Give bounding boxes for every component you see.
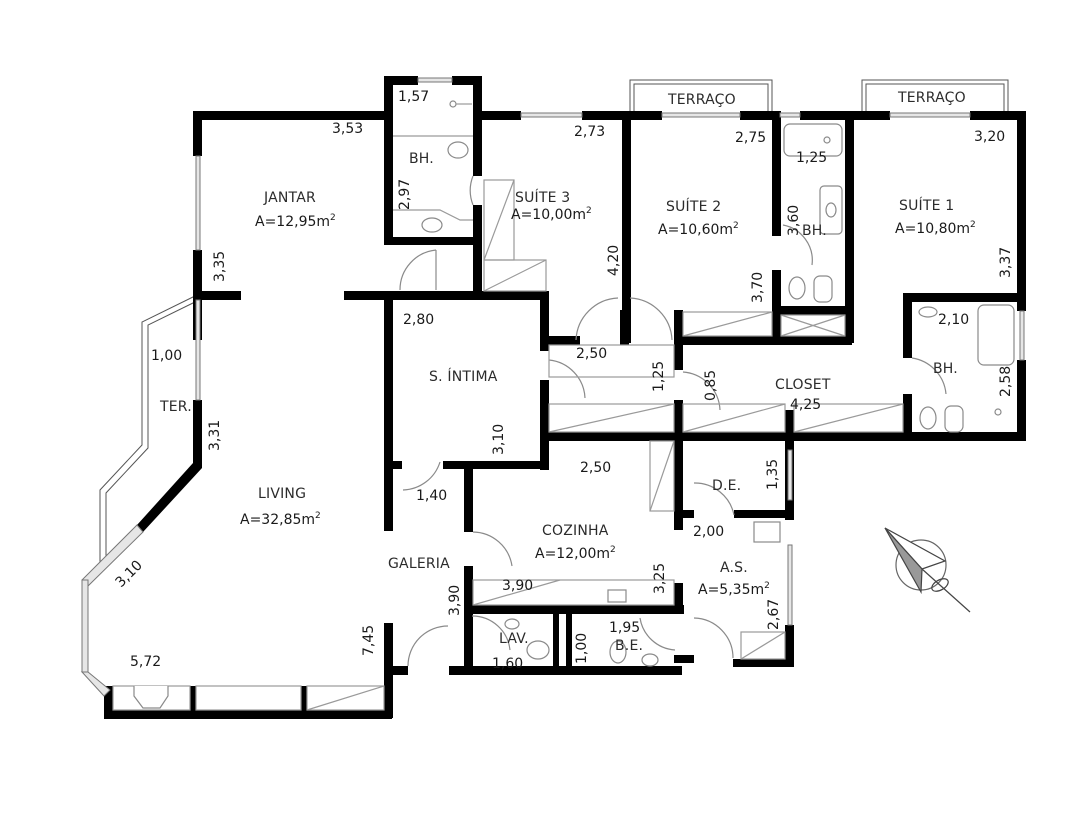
room-area-cozinha: A=12,00m2 xyxy=(535,545,616,562)
dim-lavabo-bottom: 1,60 xyxy=(492,656,523,672)
dim-sala-intima-side: 3,10 xyxy=(491,424,507,455)
room-area-suite-1: A=10,80m2 xyxy=(895,220,976,237)
room-label-jantar: JANTAR xyxy=(263,190,316,206)
north-arrow-icon xyxy=(884,527,971,613)
dim-galeria-3-90: 3,90 xyxy=(447,585,463,616)
room-area-suite-2: A=10,60m2 xyxy=(658,221,739,238)
room-label-be: B.E. xyxy=(615,638,643,654)
room-label-suite-2: SUÍTE 2 xyxy=(666,198,721,215)
dimension-labels: 1,57 3,53 2,97 3,35 2,73 4,20 2,75 3,70 … xyxy=(113,89,1014,672)
room-label-de: D.E. xyxy=(712,478,741,494)
room-label-terraco-suite-2: TERRAÇO xyxy=(667,92,736,108)
dim-bh2-side: 3,60 xyxy=(786,205,802,236)
room-label-terraco-living: TER. xyxy=(159,399,192,415)
dim-living-bottom: 5,72 xyxy=(130,654,161,670)
dim-hall-1-25: 1,25 xyxy=(651,361,667,392)
room-label-terraco-suite-1: TERRAÇO xyxy=(897,90,966,106)
dim-hall-2-80: 2,80 xyxy=(403,312,434,328)
room-area-jantar: A=12,95m2 xyxy=(255,213,336,230)
dim-suite3-top: 2,73 xyxy=(574,124,605,140)
windows xyxy=(80,77,1025,697)
doors xyxy=(399,175,947,667)
dim-cozinha-side: 3,25 xyxy=(652,563,668,594)
room-label-suite-1: SUÍTE 1 xyxy=(899,197,954,214)
dim-suite2-side: 3,70 xyxy=(750,272,766,303)
terrace-living xyxy=(99,295,196,570)
dim-as-side: 2,67 xyxy=(766,599,782,630)
room-label-lavabo: LAV. xyxy=(499,631,529,647)
dim-bh1-top: 2,10 xyxy=(938,312,969,328)
walls xyxy=(104,76,1026,719)
dim-suite1-top: 3,20 xyxy=(974,129,1005,145)
dim-suite2-top: 2,75 xyxy=(735,130,766,146)
room-area-as: A=5,35m2 xyxy=(698,581,770,598)
dim-living-side: 7,45 xyxy=(361,625,377,656)
room-label-bh-suite-1: BH. xyxy=(933,361,958,377)
room-label-sala-intima: S. ÍNTIMA xyxy=(429,368,498,385)
room-label-bh-suite-2: BH. xyxy=(802,223,827,239)
dim-suite3-side: 4,20 xyxy=(606,245,622,276)
room-label-living: LIVING xyxy=(258,486,306,502)
dim-hall-2-50: 2,50 xyxy=(576,346,607,362)
fixtures xyxy=(112,100,1015,711)
room-label-bh-suite-3: BH. xyxy=(409,151,434,167)
dim-jantar-top: 3,53 xyxy=(332,121,363,137)
room-label-galeria: GALERIA xyxy=(388,556,450,572)
dim-be-top: 1,95 xyxy=(609,620,640,636)
dim-living-diagonal: 3,10 xyxy=(113,557,146,590)
room-label-suite-3: SUÍTE 3 xyxy=(515,189,570,206)
dim-terraco-width: 1,00 xyxy=(151,348,182,364)
dim-suite1-side: 3,37 xyxy=(998,247,1014,278)
room-label-as: A.S. xyxy=(720,560,748,576)
dim-cozinha-bottom: 3,90 xyxy=(502,578,533,594)
dim-bh1-side: 2,58 xyxy=(998,366,1014,397)
dim-living-3-31: 3,31 xyxy=(207,420,223,451)
room-labels: JANTAR A=12,95m2 BH. SUÍTE 3 A=10,00m2 S… xyxy=(159,90,976,654)
dim-closet-0-85: 0,85 xyxy=(703,370,719,401)
dim-jantar-side: 3,35 xyxy=(212,251,228,282)
dim-bh3-side: 2,97 xyxy=(397,179,413,210)
room-label-closet: CLOSET xyxy=(775,377,831,393)
room-label-cozinha: COZINHA xyxy=(542,523,609,539)
dim-cozinha-top: 2,50 xyxy=(580,460,611,476)
dim-as-top: 2,00 xyxy=(693,524,724,540)
dim-de-side: 1,35 xyxy=(765,459,781,490)
dim-galeria-1-40: 1,40 xyxy=(416,488,447,504)
dim-be-side: 1,00 xyxy=(574,633,590,664)
room-area-living: A=32,85m2 xyxy=(240,511,321,528)
room-area-suite-3: A=10,00m2 xyxy=(511,206,592,223)
dim-bh3-top: 1,57 xyxy=(398,89,429,105)
dim-bh2-top: 1,25 xyxy=(796,150,827,166)
dim-closet-length: 4,25 xyxy=(790,397,821,413)
